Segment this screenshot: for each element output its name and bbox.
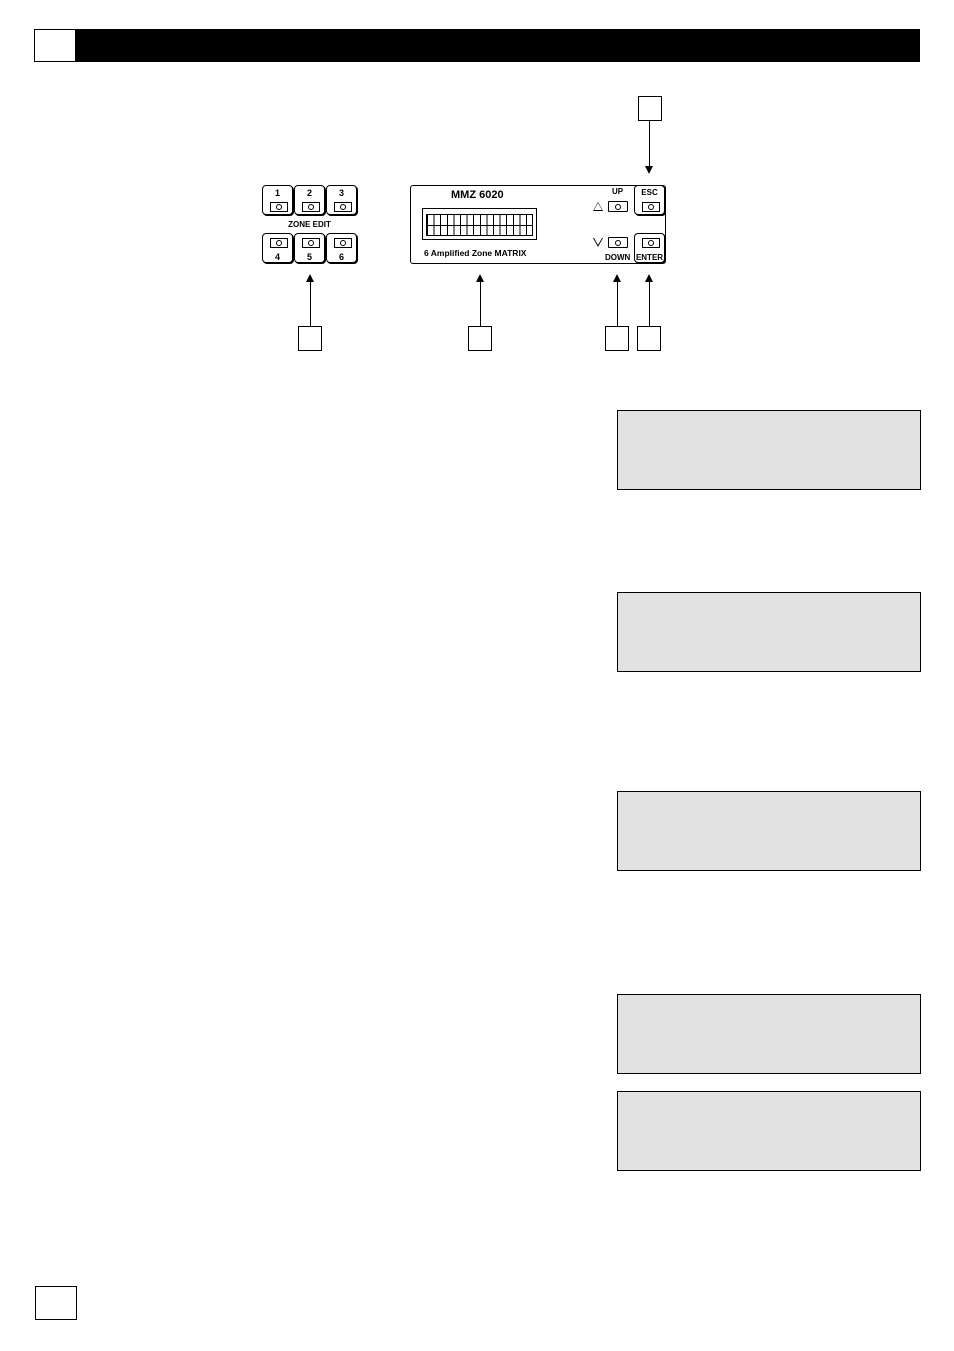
zone-5-label: 5: [306, 252, 312, 262]
callout-enter-leader: [649, 282, 650, 326]
led-icon: [610, 239, 626, 246]
arrow-down-icon: [645, 166, 653, 174]
enter-label: ENTER: [635, 253, 664, 262]
zone-2-label: 2: [306, 188, 312, 198]
arrow-up-icon: [306, 274, 314, 282]
zone-edit-label: ZONE EDIT: [288, 220, 331, 229]
up-arrow-icon: [593, 202, 603, 211]
header-bar: [34, 29, 920, 62]
zone-1-label: 1: [274, 188, 280, 198]
lcd-matrix-icon: [426, 214, 533, 236]
zone-3-button[interactable]: 3: [326, 185, 357, 215]
zone-6-button[interactable]: 6: [326, 233, 357, 263]
lcd-screen-box: [617, 410, 921, 490]
model-name: MMZ 6020: [451, 189, 504, 201]
arrow-up-icon: [613, 274, 621, 282]
callout-lcd-leader: [480, 282, 481, 326]
zone-3-label: 3: [338, 188, 344, 198]
up-button[interactable]: [608, 201, 628, 212]
down-button[interactable]: [608, 237, 628, 248]
lcd-line-1: [618, 792, 920, 828]
callout-zone-keys: [298, 326, 322, 351]
led-icon: [270, 202, 288, 212]
zone-4-button[interactable]: 4: [262, 233, 293, 263]
enter-button[interactable]: ENTER: [634, 233, 665, 263]
up-label: UP: [612, 187, 624, 196]
lcd-screen-box: [617, 994, 921, 1074]
callout-up-down: [605, 326, 629, 351]
zone-2-button[interactable]: 2: [294, 185, 325, 215]
lcd-line-1: [618, 411, 920, 447]
callout-updown-leader: [617, 282, 618, 326]
led-icon: [610, 203, 626, 210]
down-arrow-icon: [593, 238, 603, 247]
lcd-screen-box: [617, 1091, 921, 1171]
zone-4-label: 4: [274, 252, 280, 262]
led-icon: [270, 238, 288, 248]
led-icon: [642, 238, 660, 248]
arrow-up-icon: [645, 274, 653, 282]
led-icon: [302, 202, 320, 212]
footer-page-box: [35, 1286, 77, 1320]
arrow-up-icon: [476, 274, 484, 282]
lcd-screen-box: [617, 791, 921, 871]
callout-esc: [638, 96, 662, 121]
led-icon: [334, 202, 352, 212]
led-icon: [642, 202, 660, 212]
led-icon: [302, 238, 320, 248]
esc-button[interactable]: ESC: [634, 185, 665, 215]
callout-lcd: [468, 326, 492, 351]
model-description: 6 Amplified Zone MATRIX: [424, 248, 527, 258]
lcd-line-1: [618, 1092, 920, 1128]
down-label: DOWN: [605, 253, 631, 262]
lcd-screen-box: [617, 592, 921, 672]
callout-esc-leader: [649, 121, 650, 166]
lcd-line-1: [618, 995, 920, 1031]
esc-label: ESC: [641, 188, 658, 197]
callout-zone-leader: [310, 282, 311, 326]
led-icon: [334, 238, 352, 248]
callout-enter: [637, 326, 661, 351]
zone-6-label: 6: [338, 252, 344, 262]
zone-1-button[interactable]: 1: [262, 185, 293, 215]
header-page-box: [34, 29, 76, 62]
zone-5-button[interactable]: 5: [294, 233, 325, 263]
lcd-line-1: [618, 593, 920, 629]
